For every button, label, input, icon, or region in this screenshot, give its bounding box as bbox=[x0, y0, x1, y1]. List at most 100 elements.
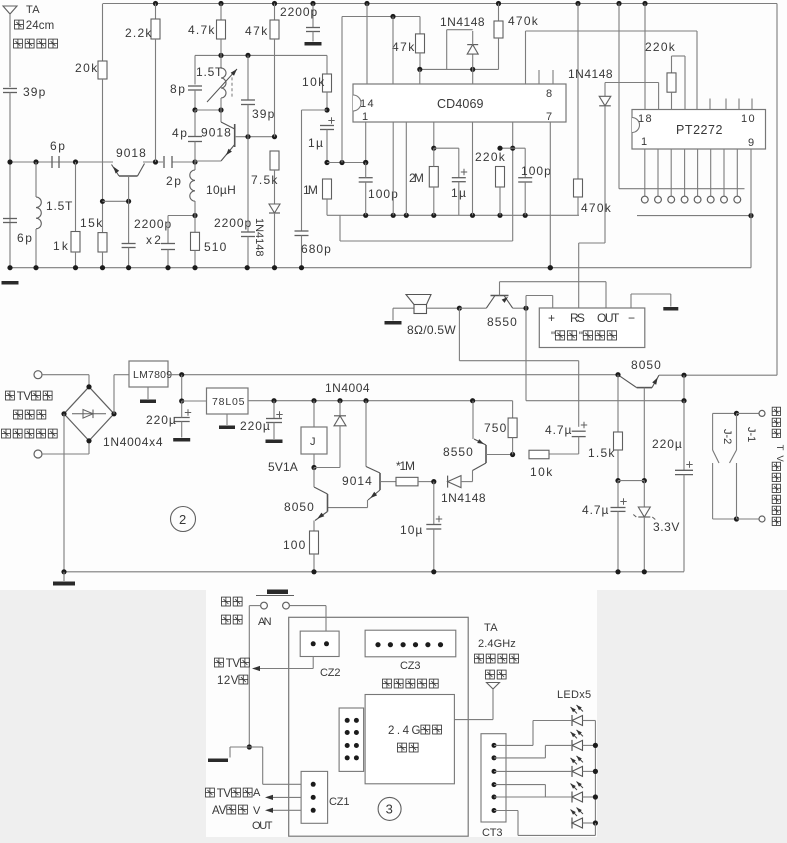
svg-text:OUT: OUT bbox=[597, 311, 620, 325]
svg-text:CD4069: CD4069 bbox=[437, 97, 484, 111]
svg-text:OUT: OUT bbox=[252, 820, 273, 832]
svg-text:4.7µ: 4.7µ bbox=[582, 503, 608, 517]
svg-text:1N4148: 1N4148 bbox=[440, 15, 485, 29]
svg-text:100: 100 bbox=[283, 538, 306, 552]
svg-text:8050: 8050 bbox=[284, 500, 314, 514]
svg-text:1.5k: 1.5k bbox=[588, 446, 615, 460]
svg-text:220µ: 220µ bbox=[146, 413, 176, 427]
svg-text:8Ω/0.5W: 8Ω/0.5W bbox=[407, 323, 456, 337]
svg-text:": " bbox=[579, 331, 583, 343]
svg-text:1µ: 1µ bbox=[451, 186, 466, 200]
svg-text:1N4004: 1N4004 bbox=[325, 381, 370, 395]
svg-text:1: 1 bbox=[362, 111, 368, 123]
svg-text:1N4148: 1N4148 bbox=[441, 491, 486, 505]
svg-text:9018: 9018 bbox=[201, 126, 231, 140]
svg-text:24cm: 24cm bbox=[26, 20, 55, 32]
svg-text:220k: 220k bbox=[645, 40, 676, 54]
svg-text:750: 750 bbox=[484, 421, 507, 435]
svg-text:510: 510 bbox=[204, 240, 227, 254]
svg-text:15k: 15k bbox=[80, 216, 103, 230]
svg-text:9: 9 bbox=[748, 137, 754, 149]
svg-text:CZ3: CZ3 bbox=[400, 660, 421, 672]
svg-text:8p: 8p bbox=[170, 82, 185, 96]
svg-text:12V: 12V bbox=[217, 675, 239, 687]
svg-text:5V1A: 5V1A bbox=[268, 460, 298, 474]
svg-text:CZ2: CZ2 bbox=[320, 667, 341, 679]
svg-text:RS: RS bbox=[570, 311, 585, 325]
svg-text:*1M: *1M bbox=[396, 459, 415, 473]
svg-text:39p: 39p bbox=[23, 85, 46, 99]
svg-text:2200p: 2200p bbox=[280, 5, 318, 19]
svg-text:PT2272: PT2272 bbox=[676, 123, 723, 137]
svg-text:2.4GHz: 2.4GHz bbox=[478, 638, 516, 650]
svg-text:TA: TA bbox=[484, 622, 498, 634]
svg-text:680p: 680p bbox=[301, 242, 331, 256]
svg-text:TV: TV bbox=[217, 788, 232, 800]
svg-text:AV: AV bbox=[212, 805, 227, 817]
svg-text:+: + bbox=[548, 311, 555, 325]
svg-text:2200p: 2200p bbox=[214, 216, 252, 230]
svg-text:1: 1 bbox=[641, 136, 647, 148]
svg-text:8: 8 bbox=[546, 88, 552, 100]
svg-text:1µ: 1µ bbox=[308, 136, 323, 150]
svg-text:2200p: 2200p bbox=[134, 217, 172, 231]
svg-text:78L05: 78L05 bbox=[212, 396, 245, 408]
svg-text:TV: TV bbox=[17, 391, 32, 403]
svg-text:J: J bbox=[310, 436, 316, 448]
svg-text:x2: x2 bbox=[146, 233, 161, 247]
svg-text:3: 3 bbox=[386, 802, 393, 817]
svg-text:8550: 8550 bbox=[487, 315, 517, 329]
svg-text:1N4148: 1N4148 bbox=[253, 218, 265, 257]
svg-text:TV: TV bbox=[226, 658, 241, 670]
svg-text:TA: TA bbox=[26, 4, 40, 16]
svg-text:2p: 2p bbox=[166, 174, 181, 188]
svg-text:": " bbox=[551, 331, 555, 343]
svg-text:1N4004x4: 1N4004x4 bbox=[103, 435, 163, 449]
svg-text:8050: 8050 bbox=[631, 358, 661, 372]
svg-text:220k: 220k bbox=[475, 150, 506, 164]
svg-text:20k: 20k bbox=[75, 61, 98, 75]
svg-text:LM7809: LM7809 bbox=[133, 369, 172, 381]
svg-text:7.5k: 7.5k bbox=[251, 173, 278, 187]
svg-text:470k: 470k bbox=[508, 14, 539, 28]
svg-text:1.5T: 1.5T bbox=[196, 65, 223, 79]
svg-text:4p: 4p bbox=[172, 126, 187, 140]
svg-text:220µ: 220µ bbox=[240, 419, 270, 433]
svg-text:39p: 39p bbox=[252, 107, 275, 121]
svg-text:6p: 6p bbox=[50, 139, 65, 153]
svg-text:2.4G: 2.4G bbox=[388, 725, 420, 737]
svg-text:47k: 47k bbox=[392, 40, 415, 54]
svg-text:8550: 8550 bbox=[443, 445, 473, 459]
svg-text:3.3V: 3.3V bbox=[653, 520, 679, 534]
svg-text:10k: 10k bbox=[302, 75, 325, 89]
svg-text:470k: 470k bbox=[581, 201, 612, 215]
svg-text:2: 2 bbox=[179, 512, 186, 527]
svg-text:LEDx5: LEDx5 bbox=[557, 689, 591, 701]
svg-text:A: A bbox=[253, 787, 261, 799]
svg-text:7: 7 bbox=[546, 111, 552, 123]
svg-text:J-1: J-1 bbox=[745, 427, 757, 442]
svg-text:6p: 6p bbox=[17, 231, 32, 245]
svg-text:18: 18 bbox=[638, 113, 652, 125]
svg-text:2.2k: 2.2k bbox=[125, 26, 152, 40]
svg-text:10µ: 10µ bbox=[400, 523, 422, 537]
svg-text:CZ1: CZ1 bbox=[329, 796, 350, 808]
svg-text:V: V bbox=[253, 805, 261, 817]
svg-text:1.5T: 1.5T bbox=[46, 199, 73, 213]
svg-text:1M: 1M bbox=[303, 183, 318, 197]
svg-text:10µH: 10µH bbox=[206, 183, 236, 197]
svg-text:47k: 47k bbox=[245, 24, 268, 38]
svg-text:1N4148: 1N4148 bbox=[568, 67, 613, 81]
svg-text:10k: 10k bbox=[530, 465, 553, 479]
svg-text:−: − bbox=[628, 311, 635, 325]
svg-text:2M: 2M bbox=[409, 171, 424, 185]
svg-text:J-2: J-2 bbox=[721, 429, 733, 444]
svg-text:T: T bbox=[774, 445, 785, 451]
svg-text:9014: 9014 bbox=[342, 474, 372, 488]
svg-text:4.7k: 4.7k bbox=[188, 23, 215, 37]
svg-text:14: 14 bbox=[360, 98, 374, 110]
svg-text:V: V bbox=[774, 455, 785, 462]
svg-text:220µ: 220µ bbox=[652, 437, 682, 451]
svg-text:1k: 1k bbox=[53, 239, 69, 253]
svg-text:AN: AN bbox=[258, 616, 272, 628]
